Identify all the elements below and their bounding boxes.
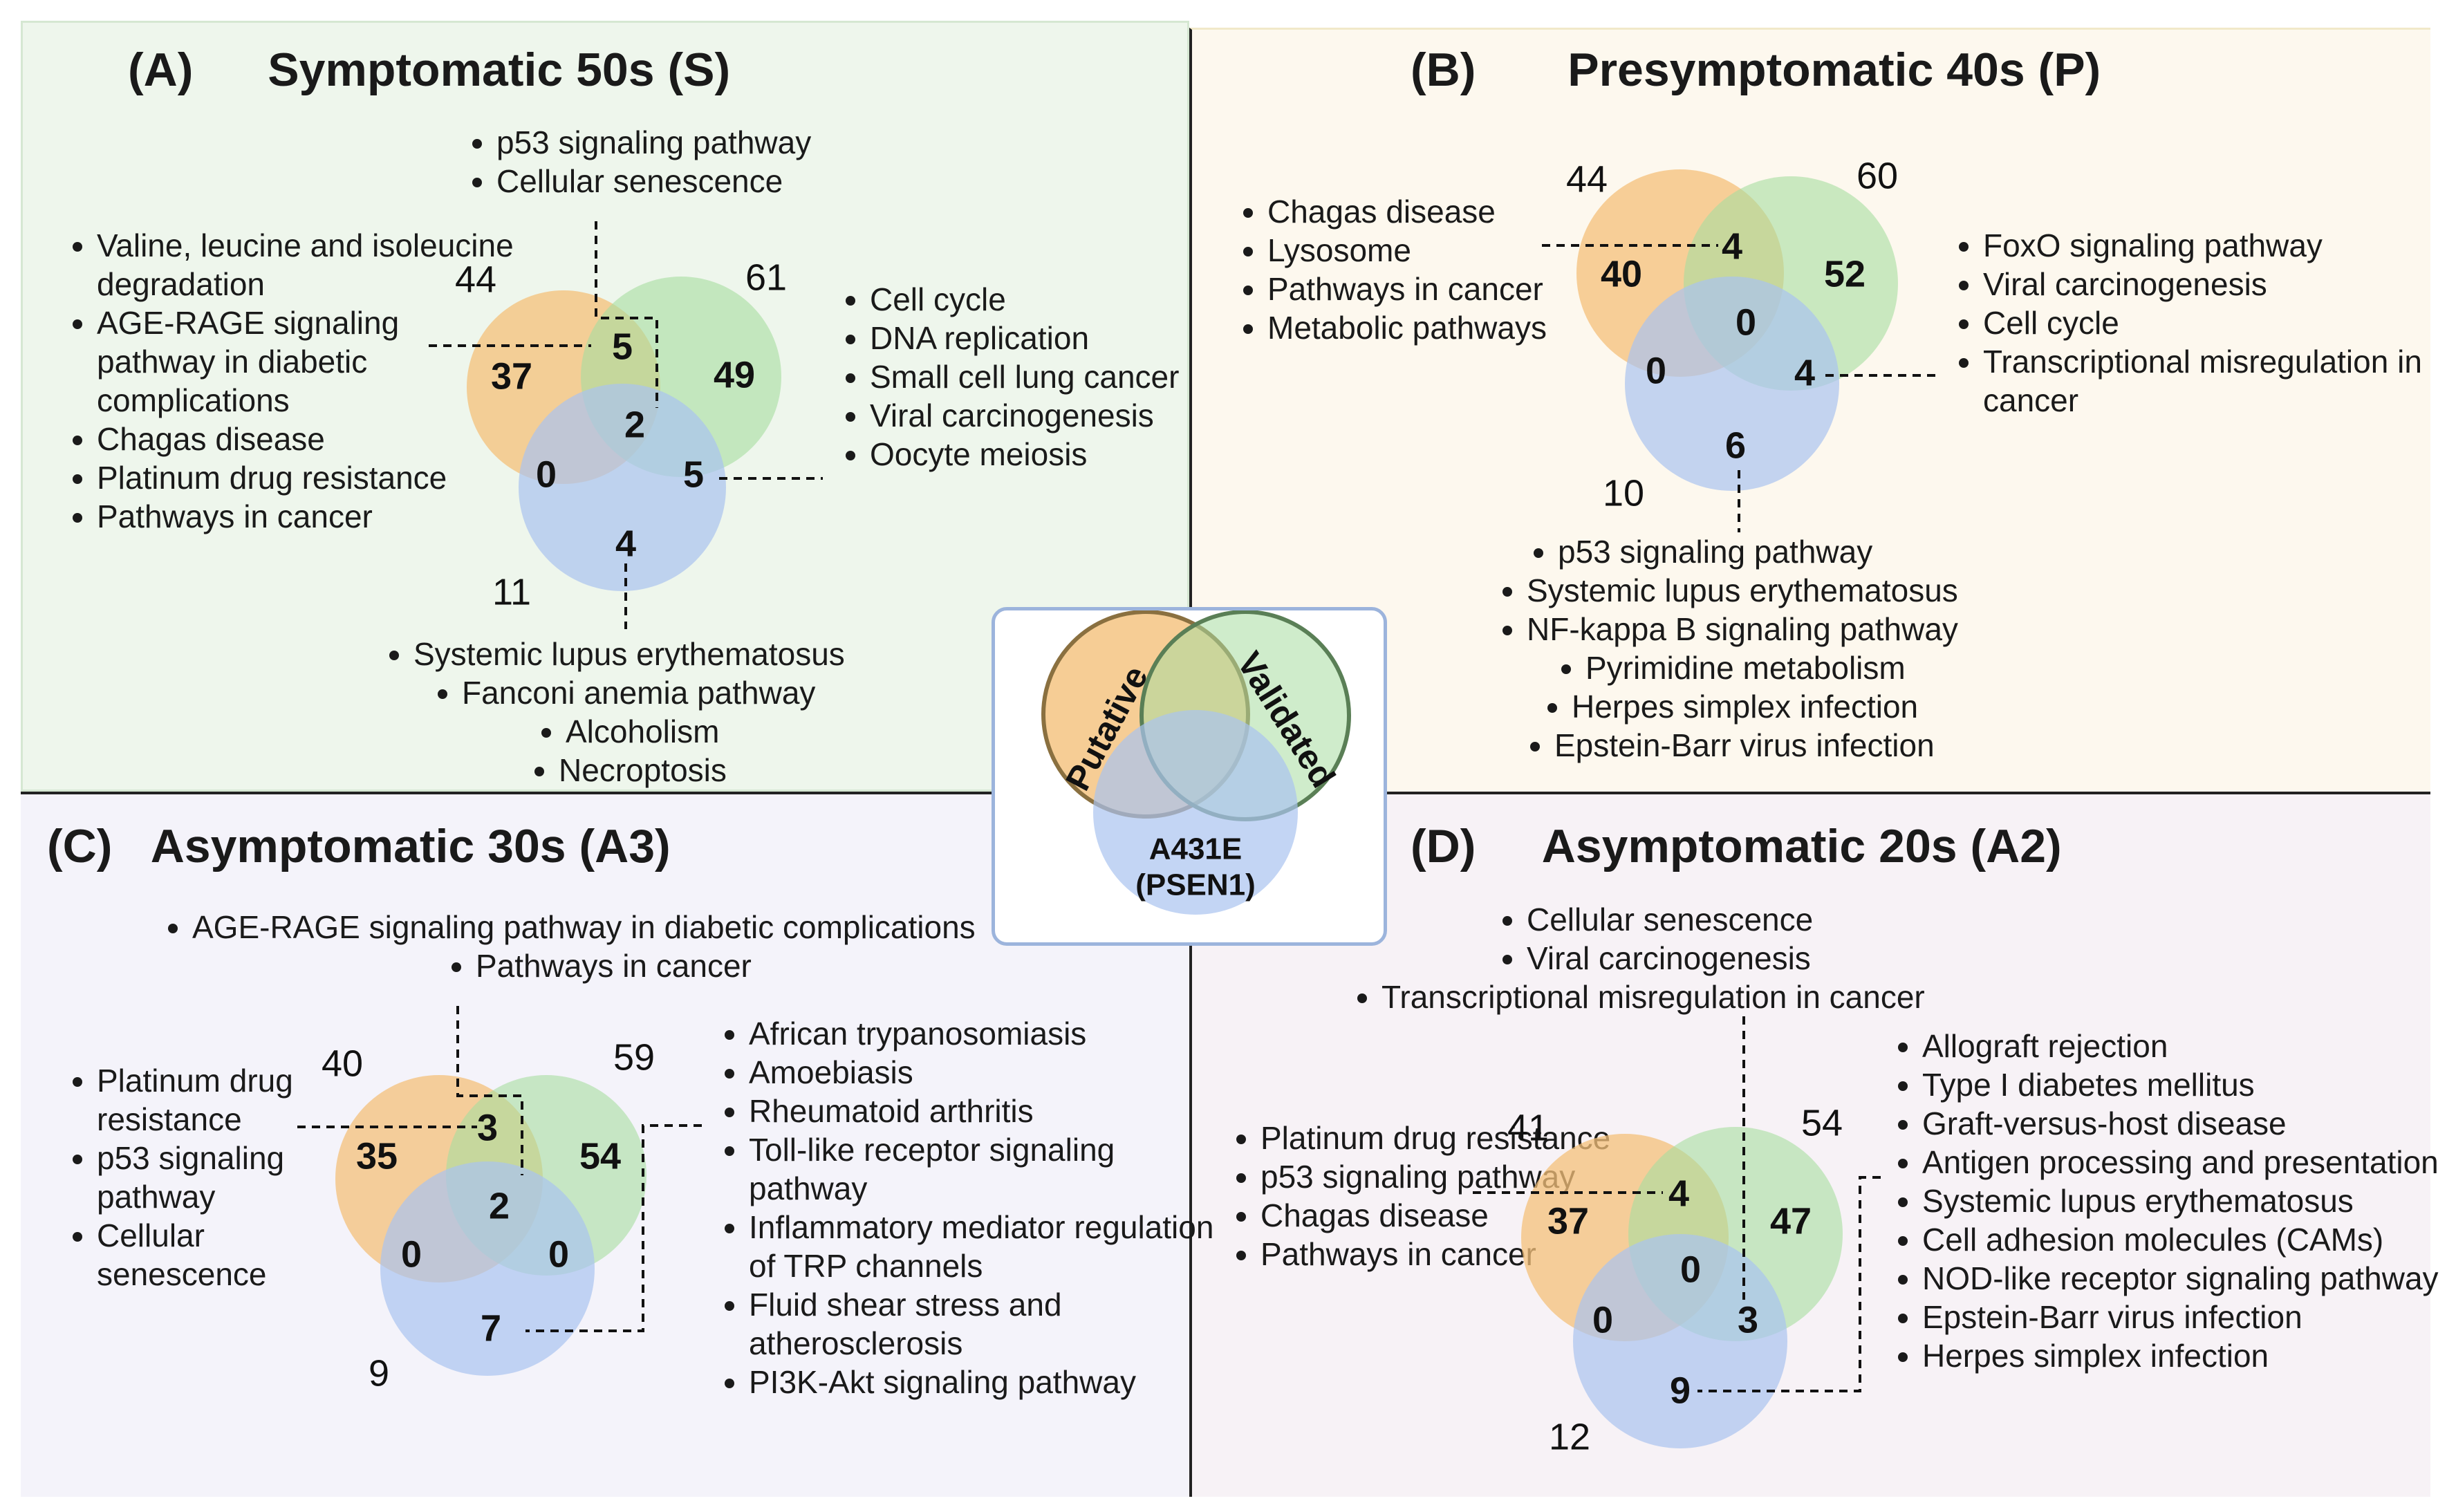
list-item: Allograft rejection [1922,1027,2447,1065]
panel-d-letter: (D) [1411,820,1476,872]
list-item: African trypanosomiasis [749,1014,1219,1053]
panel-a-left-list: Valine, leucine and isoleucine degradati… [57,226,519,536]
panel-d-title: (D) Asymptomatic 20s (A2) [1411,819,2062,873]
list-item: Amoebiasis [749,1053,1219,1092]
list-item: Viral carcinogenesis [1527,939,2073,978]
list-item: Platinum drug resistance [97,1061,373,1139]
panel-c-letter: (C) [47,820,113,872]
list-item: Cell cycle [1983,304,2447,342]
panel-a-heading: Symptomatic 50s (S) [268,44,731,96]
list-item: Platinum drug resistance [1260,1119,1620,1157]
panel-c-left-list: Platinum drug resistance p53 signaling p… [57,1061,373,1294]
list-item: Metabolic pathways [1267,308,1641,347]
list-item: Fanconi anemia pathway [462,673,967,712]
panel-b-title: (B) Presymptomatic 40s (P) [1411,43,2101,97]
list-item: p53 signaling pathway [496,123,1022,162]
panel-c-title: (C) Asymptomatic 30s (A3) [47,819,671,873]
list-item: Inflammatory mediator regulation of TRP … [749,1208,1219,1285]
list-item: Cell adhesion molecules (CAMs) [1922,1220,2447,1259]
list-item: Lysosome [1267,231,1641,270]
panel-a-letter: (A) [128,44,194,96]
list-item: Chagas disease [97,420,519,458]
list-item: Chagas disease [1260,1196,1620,1235]
legend-box: Putative Validated A431E (PSEN1) [992,607,1387,946]
panel-d-left-list: Platinum drug resistance p53 signaling p… [1220,1119,1620,1273]
legend-venn: Putative Validated A431E (PSEN1) [1041,610,1351,915]
list-item: Herpes simplex infection [1572,687,2080,726]
list-item: NF-kappa B signaling pathway [1527,610,2080,648]
list-item: PI3K-Akt signaling pathway [749,1363,1219,1401]
list-item: Epstein-Barr virus infection [1922,1298,2447,1336]
list-item: Oocyte meiosis [870,435,1243,474]
list-item: Systemic lupus erythematosus [1527,571,2080,610]
list-item: AGE-RAGE signaling pathway in diabetic c… [192,908,1160,946]
list-item: Cellular senescence [97,1216,373,1294]
panel-b-left-list: Chagas disease Lysosome Pathways in canc… [1227,192,1641,347]
panel-a-title: (A) Symptomatic 50s (S) [128,43,730,97]
list-item: p53 signaling pathway [1260,1157,1620,1196]
legend-a431e-circle [1093,710,1298,915]
list-item: Toll-like receptor signaling pathway [749,1130,1219,1208]
list-item: Type I diabetes mellitus [1922,1065,2447,1104]
panel-b-bottom-list: p53 signaling pathway Systemic lupus ery… [1487,532,2080,765]
list-item: Transcriptional misregulation in cancer [1983,342,2447,420]
list-item: Systemic lupus erythematosus [413,635,967,673]
list-item: Pathways in cancer [97,497,519,536]
list-item: Chagas disease [1267,192,1641,231]
panel-d-heading: Asymptomatic 20s (A2) [1541,820,2062,872]
panel-c-top-list: AGE-RAGE signaling pathway in diabetic c… [152,908,1160,985]
list-item: Valine, leucine and isoleucine degradati… [97,226,519,304]
list-item: Small cell lung cancer [870,357,1243,396]
list-item: Epstein-Barr virus infection [1554,726,2080,765]
list-item: Herpes simplex infection [1922,1336,2447,1375]
legend-psen1-label: (PSEN1) [1135,868,1256,902]
list-item: Pathways in cancer [1267,270,1641,308]
list-item: p53 signaling pathway [97,1139,373,1216]
list-item: Necroptosis [559,751,967,790]
list-item: Pathways in cancer [476,946,1160,985]
panel-a-bottom-list: Systemic lupus erythematosus Fanconi ane… [373,635,967,790]
list-item: Rheumatoid arthritis [749,1092,1219,1130]
list-item: Transcriptional misregulation in cancer [1381,978,2073,1016]
panel-d-top-list: Cellular senescence Viral carcinogenesis… [1341,900,2073,1016]
list-item: Fluid shear stress and atherosclerosis [749,1285,1219,1363]
panel-c-heading: Asymptomatic 30s (A3) [150,820,671,872]
panel-c-right-list: African trypanosomiasis Amoebiasis Rheum… [709,1014,1219,1401]
list-item: p53 signaling pathway [1558,532,2080,571]
list-item: FoxO signaling pathway [1983,226,2447,265]
list-item: DNA replication [870,319,1243,357]
list-item: Viral carcinogenesis [1983,265,2447,304]
list-item: Pathways in cancer [1260,1235,1620,1273]
list-item: Cellular senescence [496,162,1022,200]
list-item: Alcoholism [566,712,967,751]
panel-b-heading: Presymptomatic 40s (P) [1567,44,2101,96]
panel-a-right-list: Cell cycle DNA replication Small cell lu… [830,280,1243,474]
list-item: Systemic lupus erythematosus [1922,1182,2447,1220]
panel-a-top-list: p53 signaling pathway Cellular senescenc… [456,123,1022,200]
list-item: Viral carcinogenesis [870,396,1243,435]
panel-b-letter: (B) [1411,44,1476,96]
list-item: Graft-versus-host disease [1922,1104,2447,1143]
panel-b-right-list: FoxO signaling pathway Viral carcinogene… [1943,226,2447,420]
list-item: Platinum drug resistance [97,458,519,497]
list-item: AGE-RAGE signaling pathway in diabetic c… [97,304,519,420]
list-item: Antigen processing and presentation [1922,1143,2447,1182]
list-item: Cellular senescence [1527,900,2073,939]
list-item: NOD-like receptor signaling pathway [1922,1259,2447,1298]
list-item: Cell cycle [870,280,1243,319]
legend-a431e-label: A431E [1149,832,1243,866]
list-item: Pyrimidine metabolism [1585,648,2080,687]
panel-d-right-list: Allograft rejection Type I diabetes mell… [1882,1027,2447,1375]
